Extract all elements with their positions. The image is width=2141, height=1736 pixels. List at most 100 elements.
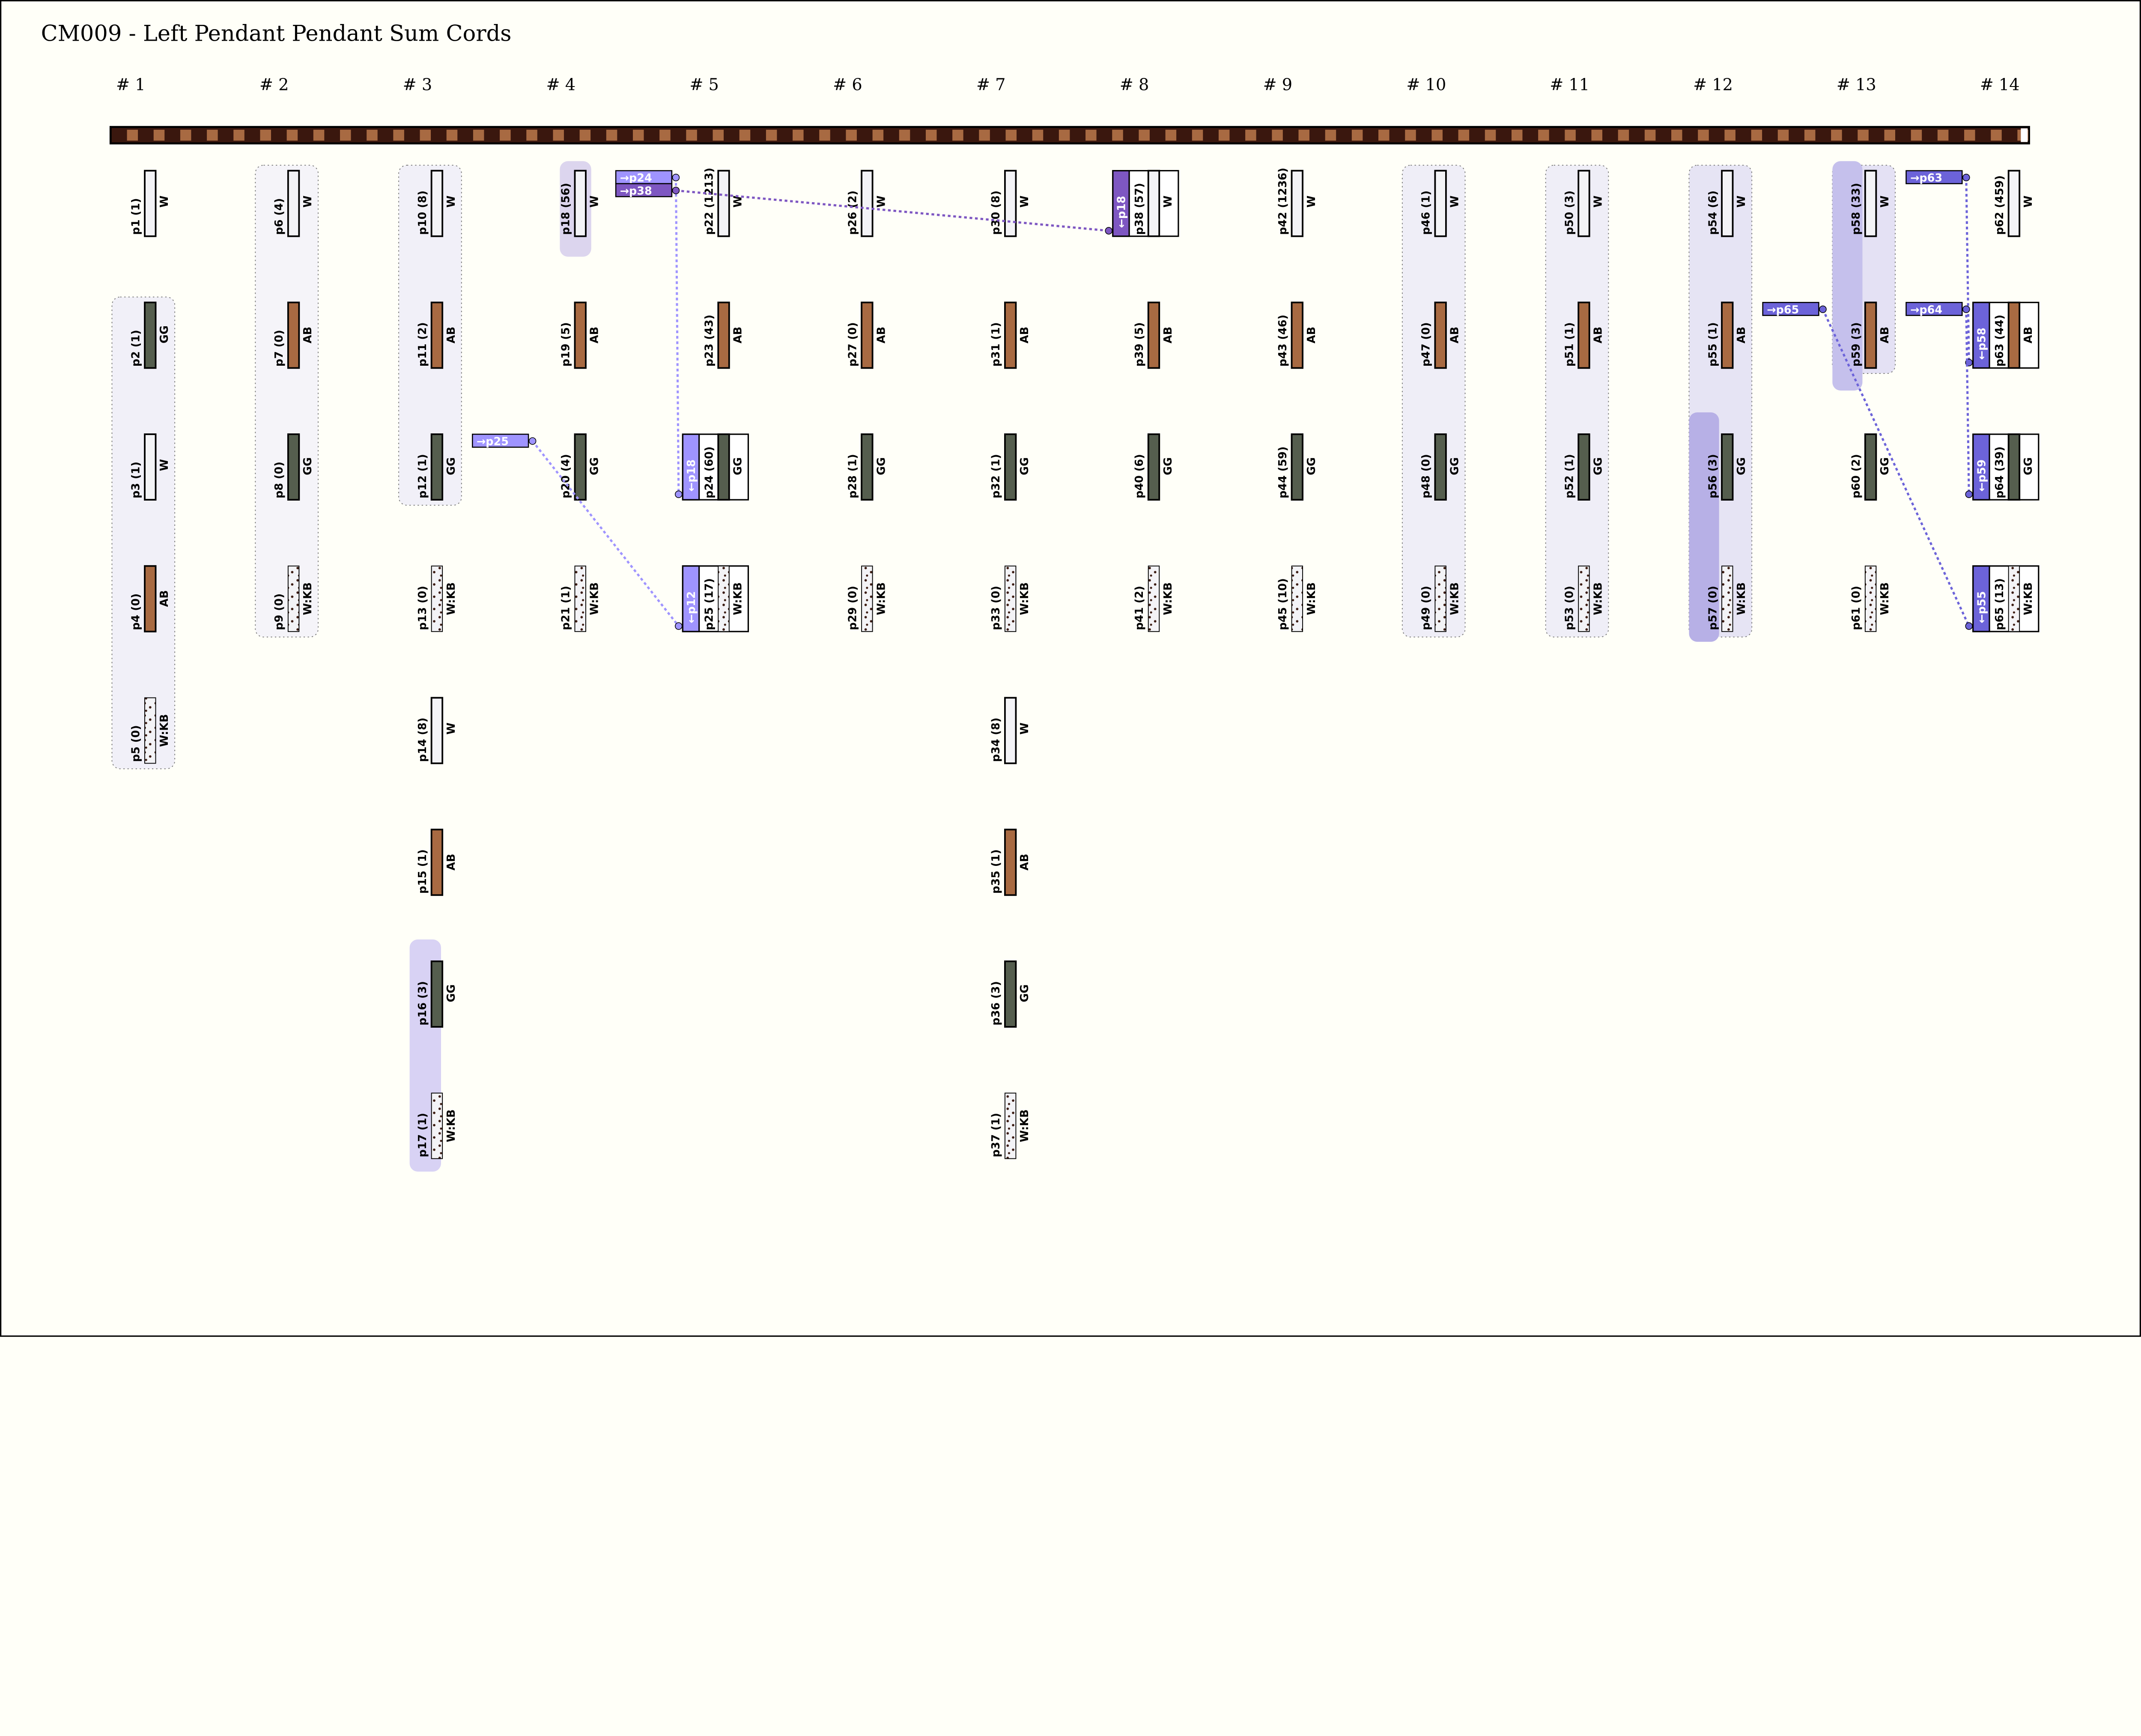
primary-cord-stripe (1485, 129, 1496, 141)
pendant-cord: p21 (1)W:KB (560, 565, 601, 632)
sum-link-line (1965, 177, 1970, 363)
group-header-label: # 6 (833, 75, 862, 94)
primary-cord-stripe (1351, 129, 1363, 141)
cord-color-label: AB (1879, 327, 1891, 343)
cord-bar (144, 170, 157, 237)
cord-id-label: p37 (1) (990, 1113, 1002, 1157)
pendant-cord: p10 (8)W (416, 170, 458, 237)
primary-cord-stripe (899, 129, 910, 141)
primary-cord-stripe (1085, 129, 1097, 141)
pendant-cord: p14 (8)W (416, 697, 458, 764)
sum-target-label: →p64 (1910, 304, 1942, 316)
pendant-cord: p7 (0) AB (273, 301, 314, 369)
primary-cord-stripe (393, 129, 404, 141)
cord-color-label: AB (1018, 854, 1031, 871)
primary-cord-stripe (1964, 129, 1975, 141)
pendant-cord: p43 (46)AB (1276, 301, 1318, 369)
cord-color-label: GG (1879, 457, 1891, 475)
cord-color-label: GG (731, 457, 744, 475)
cord-id-label: p62 (459) (1993, 175, 2006, 235)
cord-bar (717, 301, 730, 369)
primary-cord-stripe (1644, 129, 1656, 141)
cord-bar (431, 565, 443, 632)
cord-bar (431, 1092, 443, 1159)
pendant-cord: p46 (1)W (1420, 170, 1461, 237)
cord-id-label: p58 (33) (1850, 183, 1863, 235)
cord-id-label: p27 (0) (846, 322, 859, 367)
cord-id-label: p7 (0) (273, 330, 286, 367)
pendant-cord: p3 (1)W (129, 433, 171, 501)
cord-color-label: W (1018, 196, 1031, 208)
sum-target-box (615, 183, 673, 197)
pendant-cord: p23 (43)AB (703, 301, 744, 369)
sum-link-dot (1962, 305, 1970, 313)
cord-color-label: GG (445, 457, 458, 475)
primary-cord-stripe (1937, 129, 1949, 141)
cord-bar (1721, 170, 1734, 237)
cord-bar (1578, 565, 1590, 632)
cord-id-label: p33 (0) (990, 586, 1002, 630)
cord-color-label: GG (2022, 457, 2035, 475)
cord-bar (1004, 433, 1017, 501)
cord-color-label: GG (1592, 457, 1604, 475)
sum-link-line (1822, 309, 1970, 627)
primary-cord-stripe (1378, 129, 1390, 141)
cord-id-label: p44 (59) (1276, 446, 1289, 498)
primary-cord-stripe (260, 129, 271, 141)
pendant-cord: p20 (4)GG (560, 433, 601, 501)
primary-cord-stripe (1618, 129, 1629, 141)
cord-color-label: W (445, 196, 458, 208)
pendant-cord: p32 (1)GG (990, 433, 1031, 501)
cord-bar (1721, 565, 1733, 632)
pendant-cord: p59 (3)AB (1850, 301, 1891, 369)
cord-id-label: p28 (1) (846, 454, 859, 498)
primary-cord-stripe (1538, 129, 1549, 141)
cord-bar (1577, 433, 1590, 501)
sum-link-dot (675, 622, 683, 630)
cord-bar (1004, 565, 1017, 632)
cord-id-label: p30 (8) (990, 191, 1002, 235)
pendant-cord: p15 (1)AB (416, 829, 458, 896)
pendant-cord: p18 (56)W (560, 170, 601, 237)
cord-color-label: W:KB (1305, 582, 1318, 615)
primary-cord-stripe (1804, 129, 1816, 141)
cord-id-label: p8 (0) (273, 462, 286, 498)
cord-bar (861, 301, 874, 369)
primary-cord-stripe (313, 129, 325, 141)
pendant-cord: p8 (0)GG (273, 433, 314, 501)
primary-cord-stripe (1005, 129, 1017, 141)
cord-color-label: AB (301, 327, 314, 343)
cord-color-label: AB (731, 327, 744, 343)
cord-id-label: p45 (10) (1276, 578, 1289, 630)
cord-id-label: p43 (46) (1276, 315, 1289, 367)
group-shading-region (1545, 164, 1609, 638)
group-header-label: # 11 (1550, 75, 1589, 94)
primary-cord-stripe (766, 129, 777, 141)
cord-bar (574, 433, 587, 501)
cord-color-label: W (588, 196, 601, 208)
cord-color-label: AB (588, 327, 601, 343)
pendant-cord: p26 (2)W (846, 170, 888, 237)
primary-cord-stripe (340, 129, 351, 141)
cord-bar (1004, 301, 1017, 369)
pendant-cord: p11 (2)AB (416, 301, 458, 369)
group-header-label: # 7 (976, 75, 1006, 94)
cord-id-label: p21 (1) (560, 586, 573, 630)
primary-cord-stripe (1911, 129, 1922, 141)
cord-bar (717, 170, 730, 237)
cord-id-label: p17 (1) (416, 1113, 429, 1157)
primary-cord-stripe (872, 129, 884, 141)
primary-cord-stripe (473, 129, 484, 141)
cord-bar (2008, 565, 2020, 632)
sum-link-dot (1105, 227, 1113, 235)
cord-id-label: p20 (4) (560, 454, 573, 498)
cord-color-label: W (301, 196, 314, 208)
primary-cord-stripe (367, 129, 378, 141)
cord-color-label: GG (1735, 457, 1748, 475)
cord-bar (574, 301, 587, 369)
cord-id-label: p34 (8) (990, 718, 1002, 762)
pendant-cord: p29 (0)W:KB (846, 565, 888, 632)
cord-bar (1147, 433, 1160, 501)
cord-color-label: W:KB (2022, 582, 2035, 615)
